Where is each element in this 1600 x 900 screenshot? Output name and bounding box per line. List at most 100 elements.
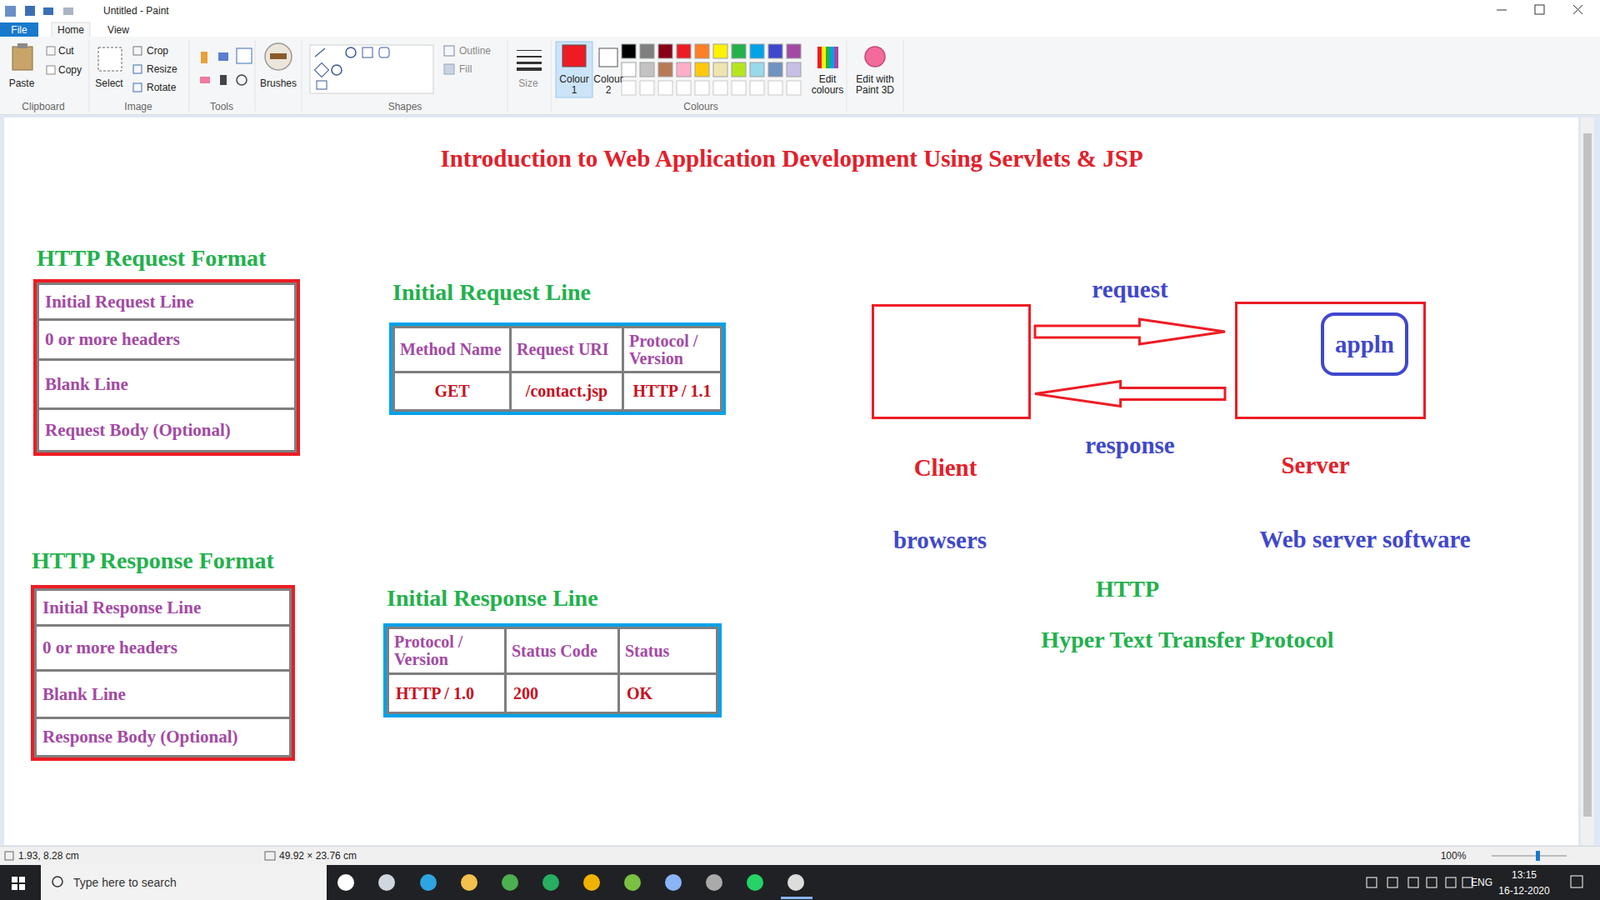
ui-label: Fill [459, 63, 472, 75]
taskbar-app-icon [460, 874, 478, 891]
start-icon [11, 884, 18, 890]
tray-icon [1387, 877, 1398, 888]
palette-empty [750, 80, 765, 95]
cell-text: Protocol / Version [394, 633, 500, 669]
group-separator [89, 40, 90, 112]
cell-text: GET [434, 382, 470, 400]
ui-label: Colours [683, 100, 718, 113]
ui-label: 49.92 × 23.76 cm [279, 850, 357, 862]
taskbar-app-icon [746, 874, 764, 891]
minimize-icon [1496, 10, 1507, 11]
fill-icon [444, 64, 455, 75]
undo-icon [43, 7, 54, 15]
ui-label: Crop [146, 45, 169, 57]
magnifier-icon [236, 75, 247, 85]
cell-text: HTTP / 1.1 [633, 382, 712, 400]
taskbar-app-icon [501, 874, 519, 891]
format-row: Blank Line [36, 358, 297, 410]
taskbar-app-icon [705, 874, 723, 891]
ui-label: Size [518, 77, 538, 90]
ui-label: Tools [210, 100, 234, 113]
ribbon [0, 36, 1600, 115]
row-text: Response Body (Optional) [42, 726, 239, 748]
palette-colour [713, 44, 728, 59]
palette-empty [731, 80, 746, 95]
palette-colour [621, 62, 636, 77]
start-icon [11, 876, 18, 883]
size-line [516, 50, 542, 51]
size-line [516, 67, 542, 71]
line-shape [315, 48, 325, 57]
table-value-cell: 200 [504, 672, 620, 715]
redo-icon [63, 7, 74, 15]
zoom-slider [1491, 855, 1567, 857]
taskbar-app-icon [337, 874, 355, 891]
scroll-thumb [1583, 133, 1592, 817]
endpoint-label: Server [1280, 451, 1350, 480]
taskbar-app-icon [583, 874, 600, 891]
save-icon [25, 5, 35, 16]
select-icon [98, 47, 122, 71]
palette-colour [768, 62, 783, 77]
oval-shape [345, 47, 356, 58]
diagram-label: Hyper Text Transfer Protocol [1040, 626, 1334, 654]
ui-label: 1.93, 8.28 cm [18, 850, 80, 862]
ui-label: Select [95, 77, 123, 90]
ui-label: Image [124, 100, 152, 113]
fill-icon [218, 52, 229, 61]
edit-colours-icon [817, 46, 822, 69]
ui-label: Colour 1 [557, 74, 591, 96]
palette-colour [640, 62, 655, 77]
edit-colours-icon [821, 46, 826, 69]
row-text: Blank Line [42, 684, 126, 705]
format-row: 0 or more headers [34, 624, 292, 672]
table-value-cell: HTTP / 1.0 [386, 672, 507, 715]
taskbar-app-icon [420, 874, 437, 891]
format-box: HTTP Request FormatInitial Request Line0… [33, 279, 300, 456]
ui-label: File [10, 24, 27, 36]
canvas [4, 117, 1579, 845]
ui-label: Colour 2 [591, 74, 625, 96]
diagram-title: Introduction to Web Application Developm… [440, 145, 1143, 173]
palette-empty [786, 80, 801, 95]
paint3d-icon [865, 46, 885, 67]
diagram-label: browsers [893, 526, 987, 555]
canvas-area [0, 115, 1600, 846]
cut-icon [46, 46, 55, 55]
table-header-cell: Status Code [504, 626, 620, 675]
crop-icon [133, 46, 142, 55]
ui-label: View [107, 24, 130, 36]
palette-colour [768, 44, 783, 59]
taskbar [0, 865, 1600, 900]
ui-label: Resize [146, 63, 178, 75]
ui-label: Clipboard [21, 100, 65, 113]
ui-label: Rotate [146, 81, 176, 94]
shapes-gallery [310, 45, 434, 94]
edit-colours-icon [830, 46, 835, 69]
palette-colour [731, 44, 746, 59]
palette-empty [695, 80, 710, 95]
taskbar-app-icon [542, 874, 560, 891]
palette-colour [676, 44, 691, 59]
search-icon [52, 876, 63, 887]
palette-colour [750, 62, 765, 77]
block-arrow [1035, 319, 1225, 345]
size-line [516, 61, 542, 65]
taskbar-app-icon [624, 874, 641, 891]
active-app-indicator [780, 896, 813, 900]
palette-empty [713, 80, 728, 95]
ui-label: Untitled - Paint [103, 5, 170, 17]
file-tab [0, 22, 39, 37]
rotate-icon [133, 83, 142, 92]
home-tab [51, 22, 90, 38]
text-tool-icon [236, 48, 252, 64]
ui-label: Paste [9, 77, 35, 90]
table-value-cell: OK [617, 672, 719, 715]
search-box [40, 865, 327, 900]
tab-bar [0, 22, 1600, 37]
group-separator [550, 40, 552, 112]
arrow-shape [316, 80, 327, 90]
pencil-icon [200, 51, 208, 64]
section-heading: Initial Request Line [392, 279, 591, 306]
close-icon [1573, 5, 1583, 15]
